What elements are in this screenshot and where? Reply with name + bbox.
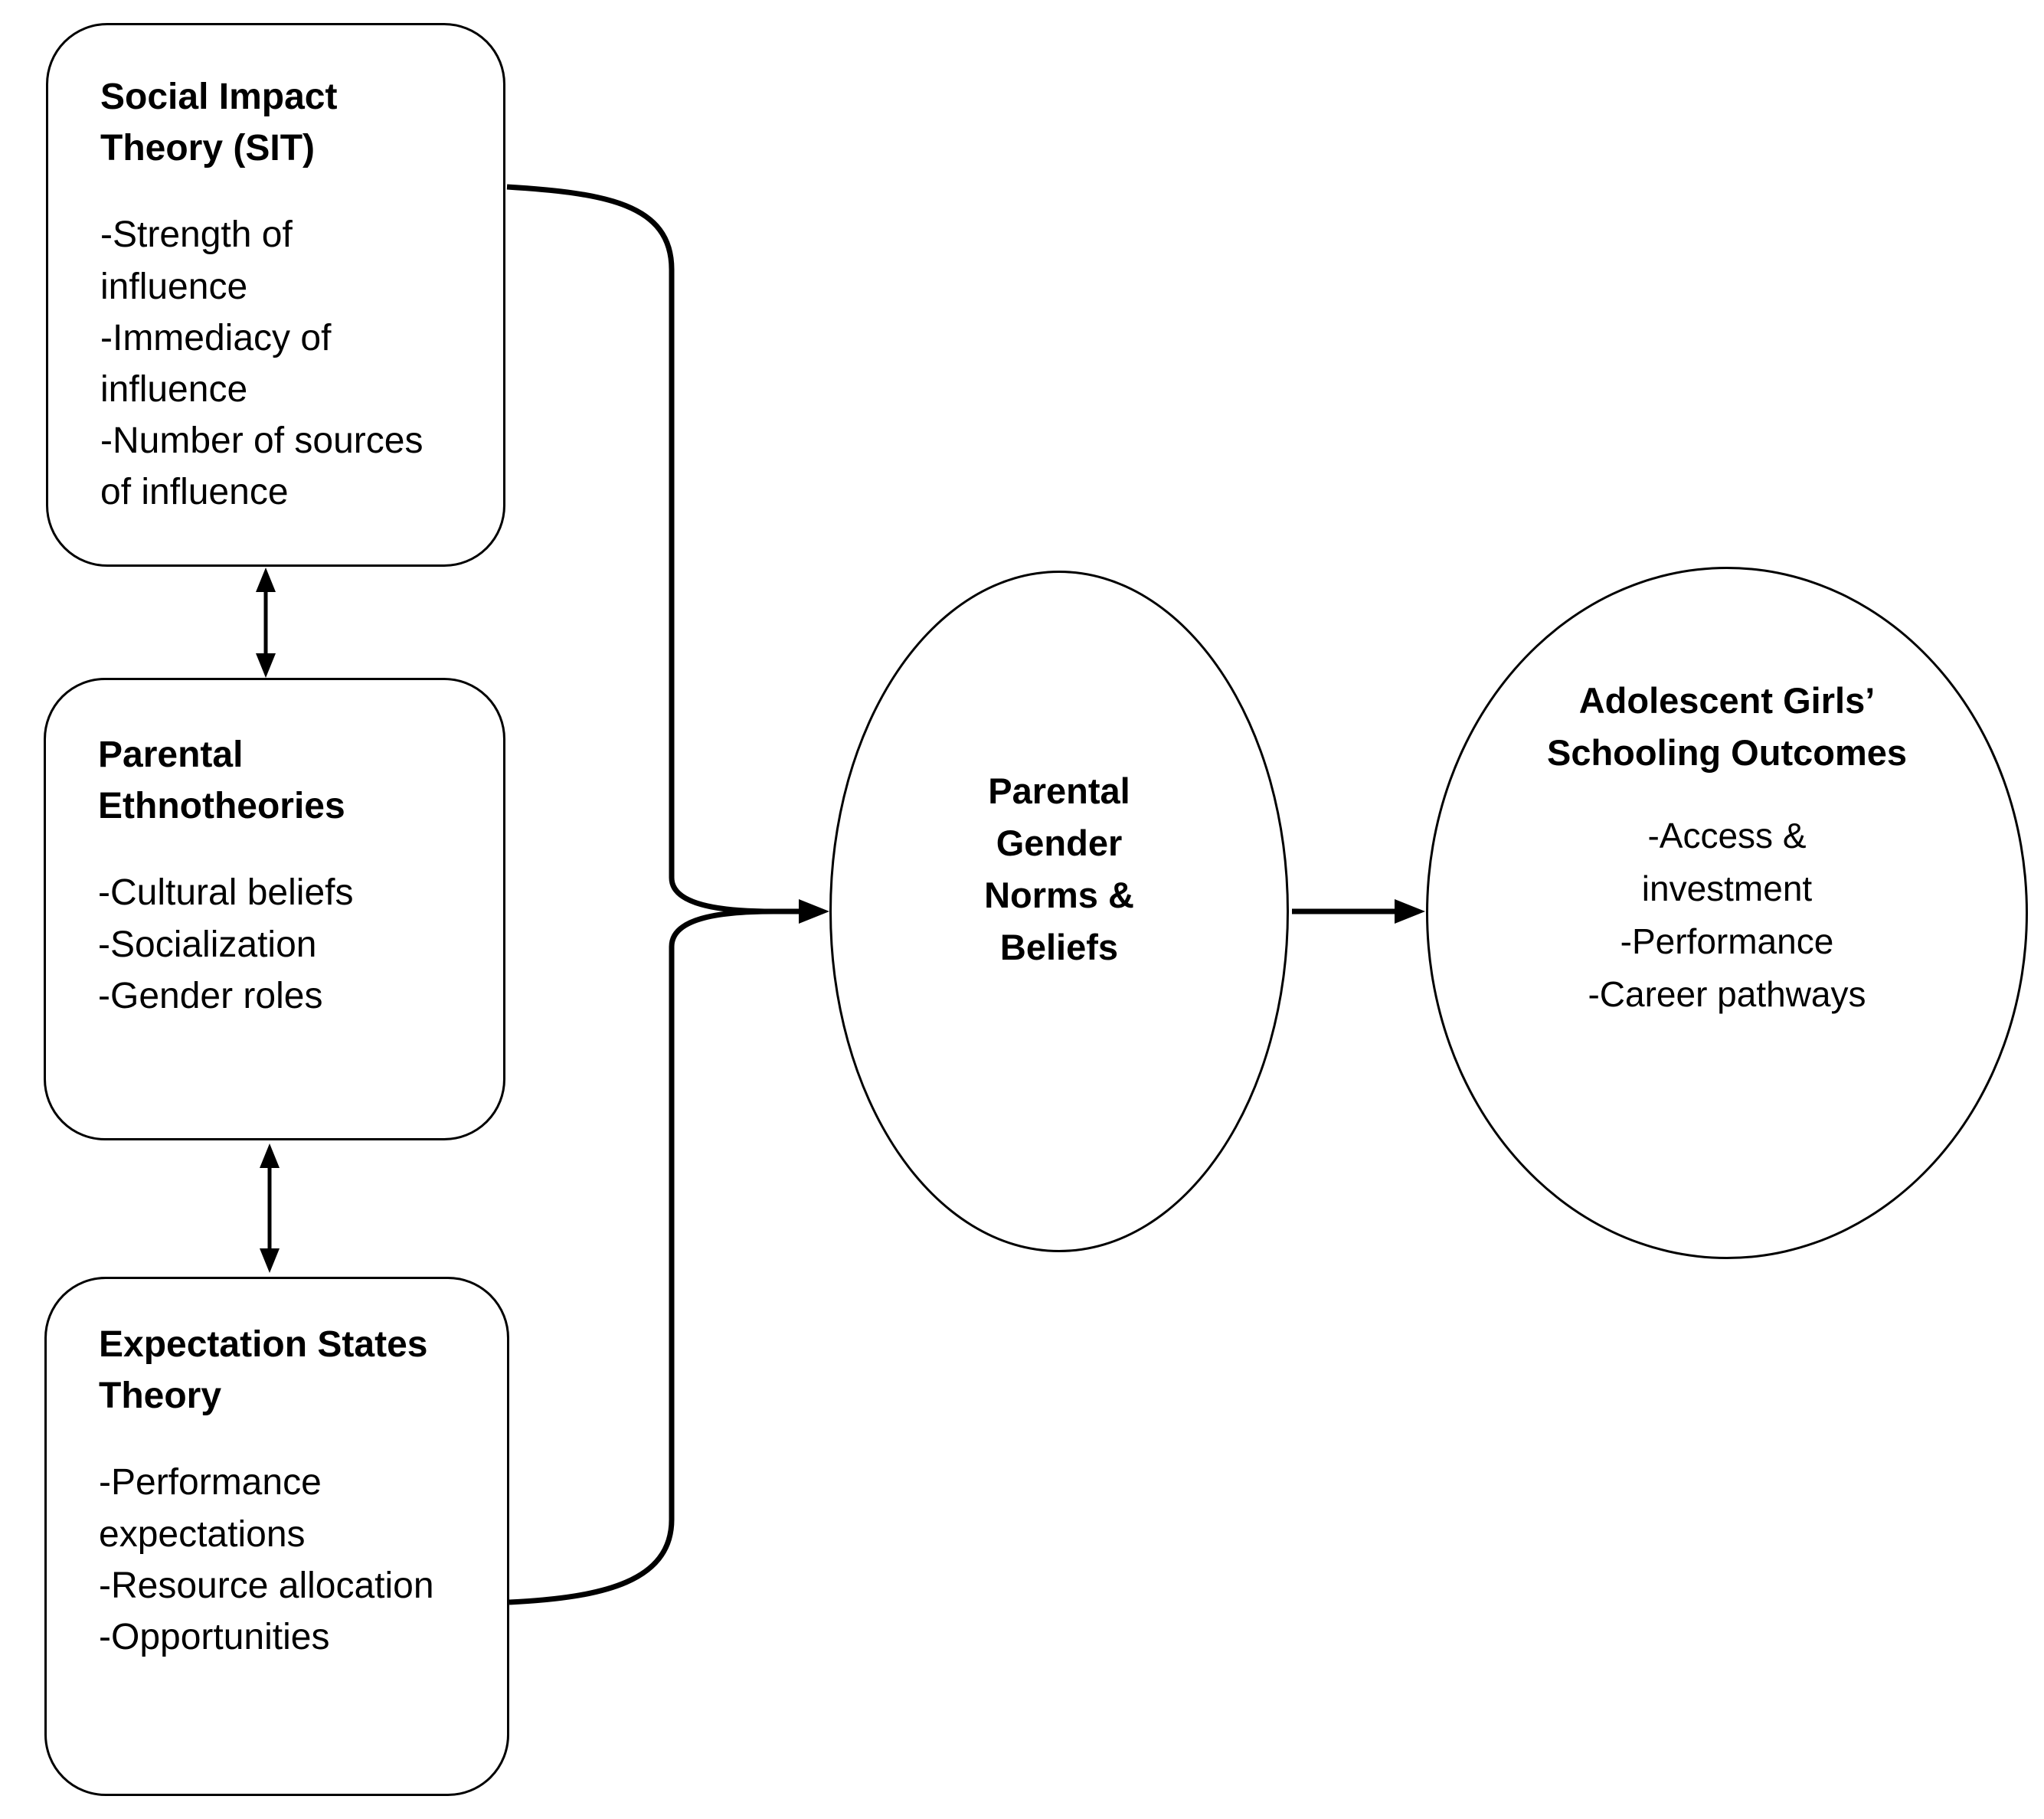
- ellipse-title-adolescent-girls-schooling-outcomes: Adolescent Girls’ Schooling Outcomes: [1546, 679, 1908, 773]
- list-item: -Cultural beliefs: [98, 872, 354, 914]
- box-items-expectation-states-theory: -Performance expectations -Resource alloc…: [99, 1457, 486, 1663]
- list-item: -Opportunities: [99, 1616, 330, 1657]
- list-item: -Performance expectations: [99, 1462, 322, 1555]
- ellipse-adolescent-girls-schooling-outcomes: Adolescent Girls’ Schooling Outcomes -Ac…: [1426, 567, 2028, 1259]
- box-title-parental-ethnotheories: Parental Ethnotheories: [98, 734, 345, 827]
- list-item: -Access & investment: [1641, 816, 1813, 909]
- list-item: -Career pathways: [1588, 974, 1866, 1015]
- ellipse-content: Parental Gender Norms & Beliefs: [984, 765, 1134, 974]
- box-title-social-impact-theory: Social Impact Theory (SIT): [100, 77, 338, 169]
- bracket-bottom-leg: [509, 908, 774, 1605]
- list-item: -Immediacy of influence: [100, 317, 332, 410]
- box-social-impact-theory: Social Impact Theory (SIT) -Strength of …: [46, 23, 505, 567]
- box-items-parental-ethnotheories: -Cultural beliefs -Socialization -Gender r…: [98, 867, 482, 1022]
- ellipse-title-parental-gender-norms-beliefs: Parental Gender Norms & Beliefs: [984, 770, 1134, 968]
- list-item: -Performance: [1620, 921, 1834, 962]
- list-item: -Number of sources of influence: [100, 420, 424, 513]
- box-items-social-impact-theory: -Strength of influence -Immediacy of infl…: [100, 209, 482, 518]
- list-item: -Gender roles: [98, 975, 323, 1016]
- box-parental-ethnotheories: Parental Ethnotheories -Cultural beliefs…: [44, 678, 505, 1140]
- ellipse-items-schooling-outcomes: -Access & investment -Performance -Career …: [1547, 810, 1907, 1021]
- box-title-expectation-states-theory: Expectation States Theory: [99, 1324, 428, 1417]
- list-item: -Socialization: [98, 924, 317, 965]
- ellipse-content: Adolescent Girls’ Schooling Outcomes -Ac…: [1547, 675, 1907, 1021]
- bracket-top-leg: [506, 184, 774, 914]
- ellipse-parental-gender-norms-beliefs: Parental Gender Norms & Beliefs: [829, 571, 1289, 1252]
- box-expectation-states-theory: Expectation States Theory -Performance e…: [44, 1277, 509, 1796]
- list-item: -Strength of influence: [100, 214, 293, 307]
- list-item: -Resource allocation: [99, 1565, 434, 1606]
